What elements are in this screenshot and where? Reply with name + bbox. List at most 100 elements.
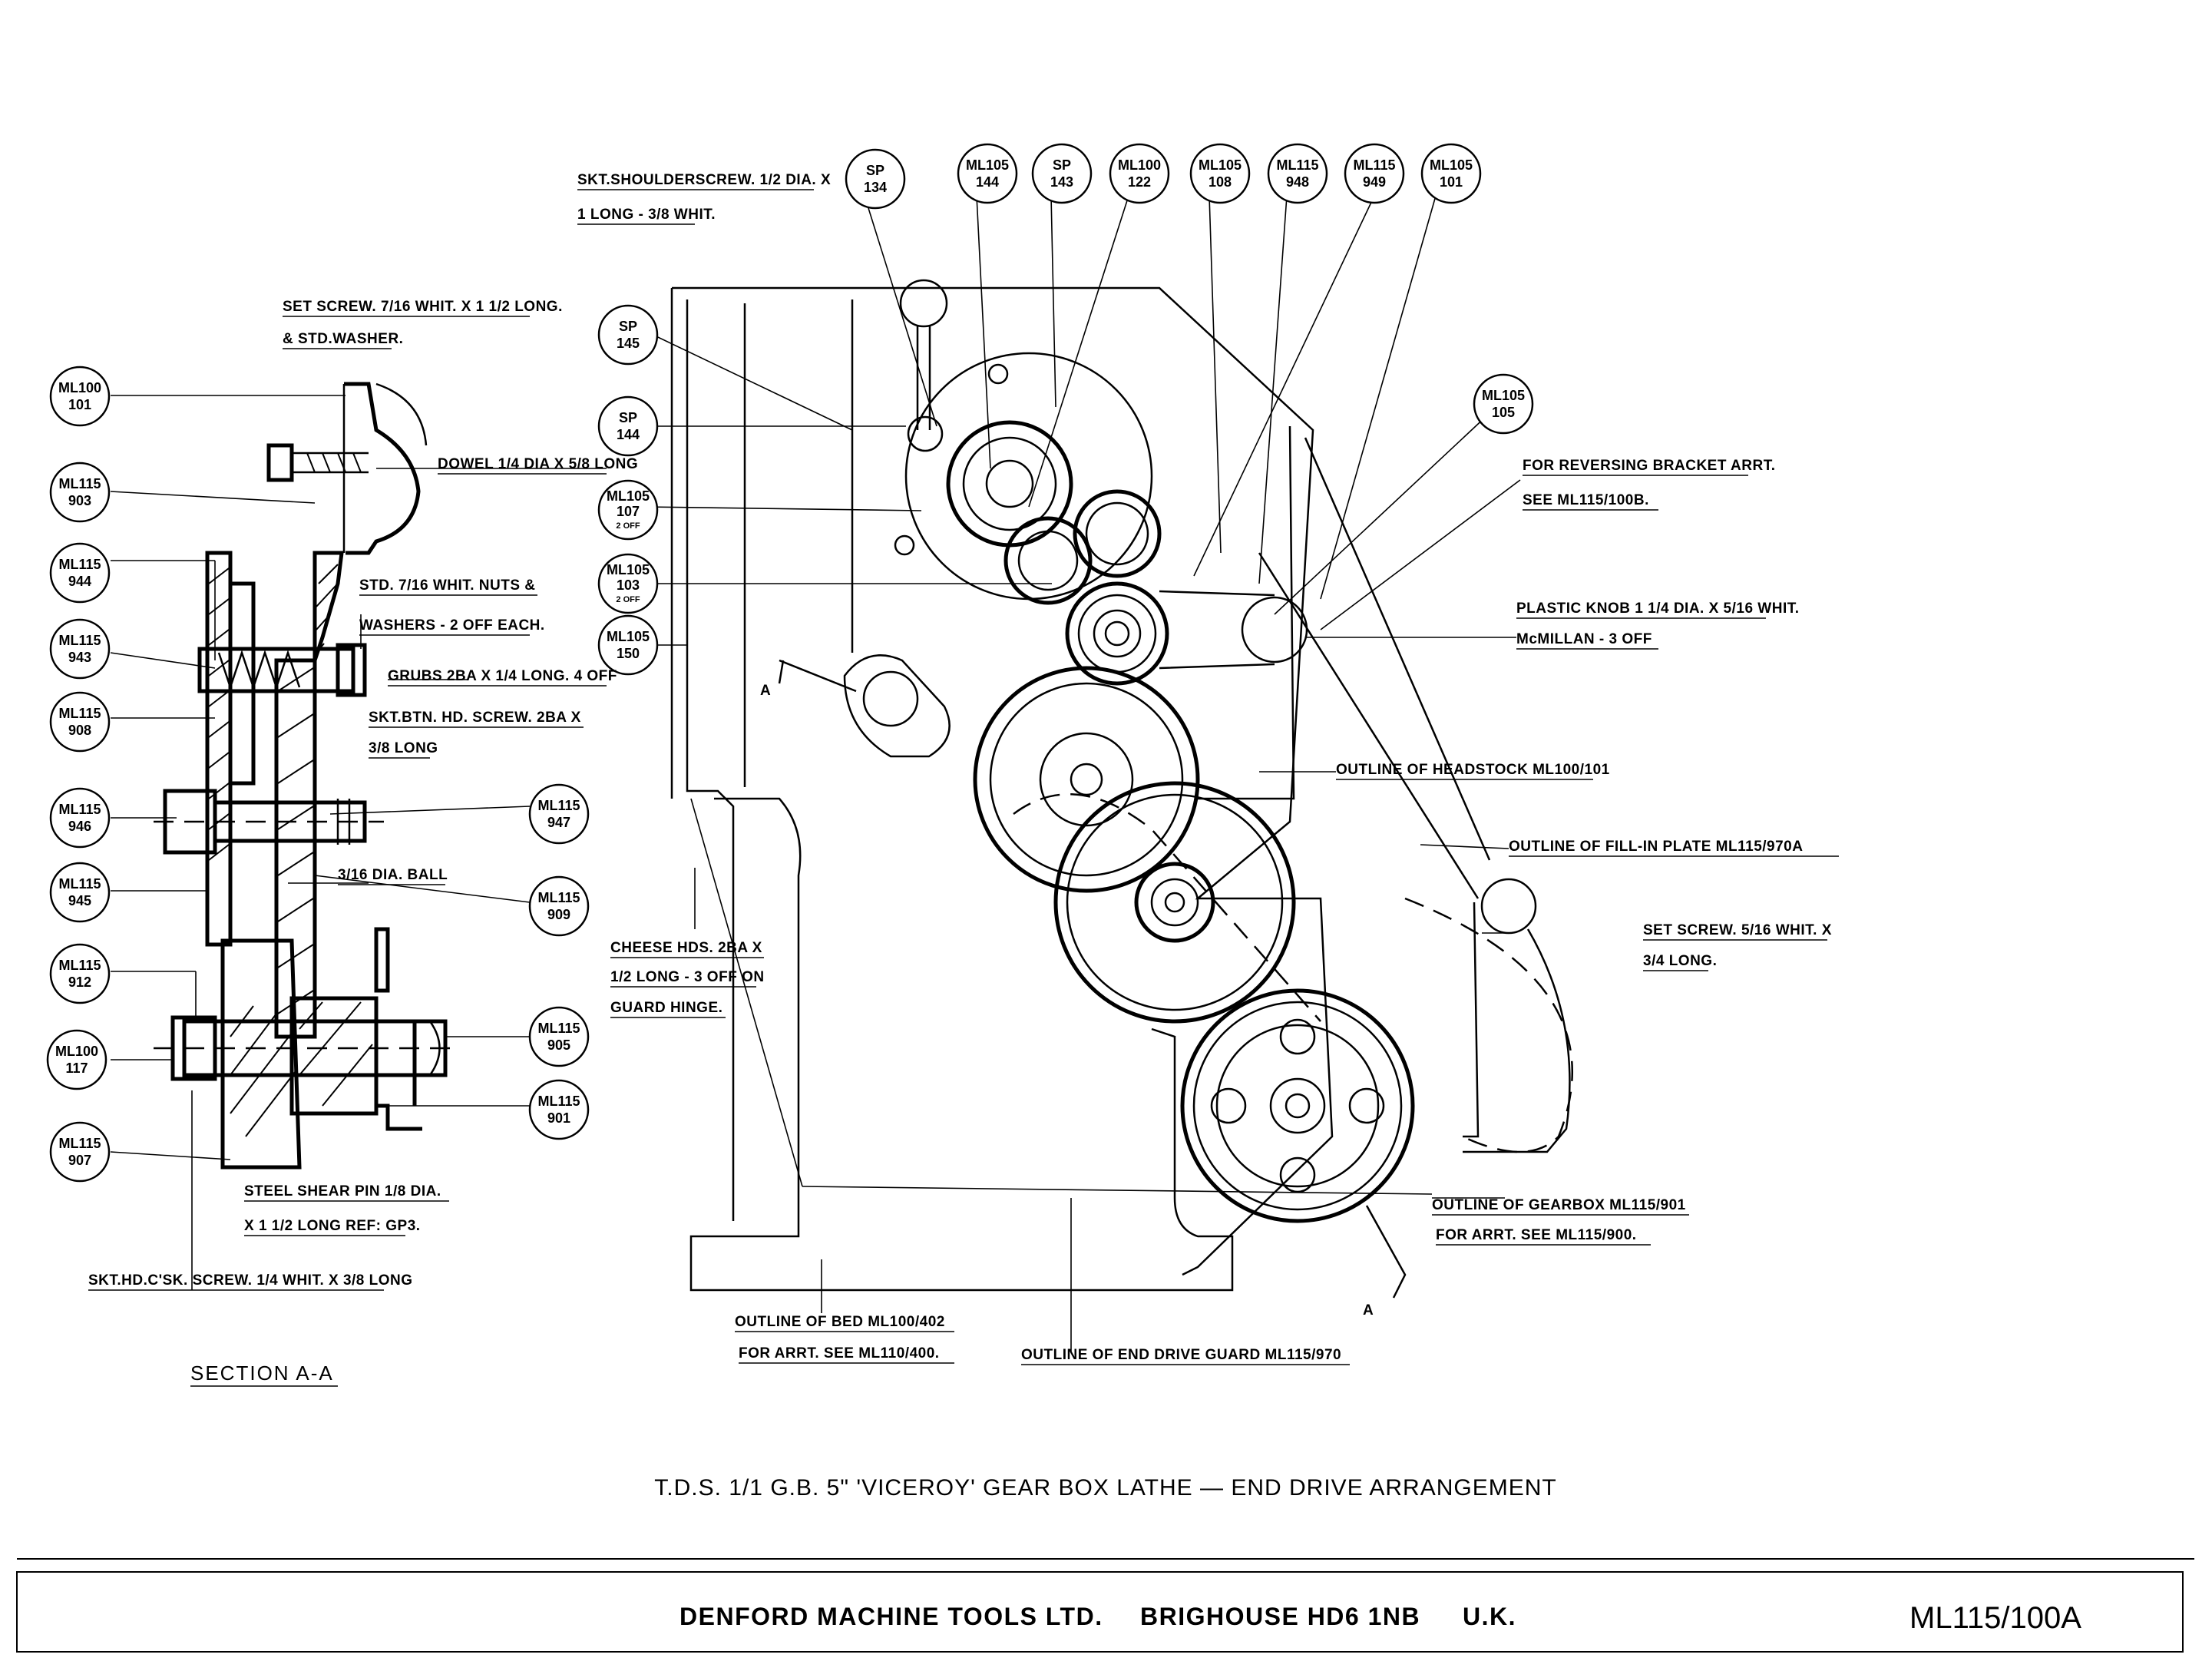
company-name: DENFORD MACHINE TOOLS LTD. xyxy=(679,1603,1103,1630)
balloon-circle xyxy=(49,1121,111,1183)
note-dowel: DOWEL 1/4 DIA X 5/8 LONG xyxy=(438,456,638,472)
balloon-number: 134 xyxy=(864,180,887,195)
section-a-a-view xyxy=(154,382,461,1170)
note-cheese-hds: CHEESE HDS. 2BA X xyxy=(610,940,762,956)
title-block: DENFORD MACHINE TOOLS LTD. BRIGHOUSE HD6… xyxy=(16,1558,2194,1653)
balloon-prefix: SP xyxy=(619,410,637,425)
balloon-number: 901 xyxy=(547,1110,570,1126)
part-balloon: ML115 908 xyxy=(49,691,111,753)
balloon-circle xyxy=(528,783,590,845)
end-drive-main-view xyxy=(670,279,1574,1299)
balloon-circle xyxy=(597,395,659,457)
part-balloon: SP 145 xyxy=(597,304,659,366)
note-guard-outline: OUTLINE OF END DRIVE GUARD ML115/970 xyxy=(1021,1347,1341,1363)
balloon-number: 903 xyxy=(68,493,91,508)
balloon-prefix: SP xyxy=(1053,157,1071,173)
balloon-prefix: ML115 xyxy=(58,706,101,721)
balloon-number: 945 xyxy=(68,893,91,908)
balloon-prefix: SP xyxy=(619,319,637,334)
balloon-number: 145 xyxy=(617,336,640,351)
note-set-screw-right-length: 3/4 LONG. xyxy=(1643,953,1717,969)
balloon-number: 912 xyxy=(68,974,91,990)
balloon-circle xyxy=(49,787,111,849)
balloon-circle xyxy=(597,479,659,541)
balloon-number: 907 xyxy=(68,1153,91,1168)
part-balloon: ML115 946 xyxy=(49,787,111,849)
note-skt-btn-length: 3/8 LONG xyxy=(369,740,438,756)
balloon-prefix: ML115 xyxy=(1353,157,1395,173)
balloon-prefix: ML115 xyxy=(58,802,101,817)
note-headstock-outline: OUTLINE OF HEADSTOCK ML100/101 xyxy=(1336,762,1610,778)
balloon-circle xyxy=(49,618,111,680)
balloon-number: 905 xyxy=(547,1037,570,1053)
balloon-number: 143 xyxy=(1050,174,1073,190)
note-reversing-bracket: FOR REVERSING BRACKET ARRT. xyxy=(1523,458,1775,474)
balloon-number: 948 xyxy=(1286,174,1309,190)
part-balloon: ML115 903 xyxy=(49,462,111,523)
balloon-number: 949 xyxy=(1363,174,1386,190)
balloon-circle xyxy=(46,1029,107,1090)
drawing-number: ML115/100A xyxy=(1909,1601,2081,1635)
drawing-caption: T.D.S. 1/1 G.B. 5" 'VICEROY' GEAR BOX LA… xyxy=(654,1475,1556,1501)
balloon-number: 122 xyxy=(1128,174,1151,190)
balloon-prefix: ML115 xyxy=(58,557,101,572)
note-plastic-knob: PLASTIC KNOB 1 1/4 DIA. X 5/16 WHIT. xyxy=(1516,601,1800,617)
balloon-number: 108 xyxy=(1208,174,1232,190)
balloon-number: 144 xyxy=(976,174,999,190)
balloon-prefix: ML105 xyxy=(1199,157,1242,173)
balloon-prefix: ML105 xyxy=(966,157,1009,173)
note-set-screw-washer: & STD.WASHER. xyxy=(283,331,403,347)
balloon-prefix: ML105 xyxy=(607,629,650,644)
balloon-prefix: ML115 xyxy=(58,476,101,491)
note-fillin-outline: OUTLINE OF FILL-IN PLATE ML115/970A xyxy=(1509,839,1803,855)
balloon-number: 944 xyxy=(68,574,91,589)
balloon-number: 908 xyxy=(68,723,91,738)
balloon-number: 105 xyxy=(1492,405,1515,420)
part-balloons: ML100101ML115903ML115944ML115943ML115908… xyxy=(46,143,1534,1183)
balloon-prefix: ML115 xyxy=(58,958,101,973)
balloon-number: 943 xyxy=(68,650,91,665)
note-std-whit-nuts: STD. 7/16 WHIT. NUTS & xyxy=(359,577,536,594)
note-shoulder-screw: SKT.SHOULDERSCREW. 1/2 DIA. X xyxy=(577,172,831,188)
note-cheese-hds-length: 1/2 LONG - 3 OFF ON xyxy=(610,969,765,985)
balloon-circle xyxy=(845,148,906,210)
balloon-prefix: ML100 xyxy=(55,1044,98,1059)
company-country: U.K. xyxy=(1463,1603,1516,1630)
note-set-screw: SET SCREW. 7/16 WHIT. X 1 1/2 LONG. xyxy=(283,299,563,315)
note-skt-csk-screw: SKT.HD.C'SK. SCREW. 1/4 WHIT. X 3/8 LONG xyxy=(88,1272,413,1289)
balloon-circle xyxy=(1189,143,1251,204)
balloon-circle xyxy=(1109,143,1170,204)
note-steel-pin-length: X 1 1/2 LONG REF: GP3. xyxy=(244,1218,421,1234)
note-grubs: GRUBS 2BA X 1/4 LONG. 4 OFF xyxy=(388,668,617,684)
balloon-prefix: ML115 xyxy=(537,1021,580,1036)
balloon-prefix: ML100 xyxy=(1118,157,1161,173)
balloon-prefix: ML115 xyxy=(537,1094,580,1109)
balloon-circle xyxy=(1473,373,1534,435)
balloon-number: 946 xyxy=(68,819,91,834)
note-cheese-hds-hinge: GUARD HINGE. xyxy=(610,1000,722,1016)
note-steel-pin: STEEL SHEAR PIN 1/8 DIA. xyxy=(244,1183,441,1199)
balloon-circle xyxy=(528,1079,590,1140)
note-skt-btn-screw: SKT.BTN. HD. SCREW. 2BA X xyxy=(369,710,581,726)
balloon-circle xyxy=(597,304,659,366)
